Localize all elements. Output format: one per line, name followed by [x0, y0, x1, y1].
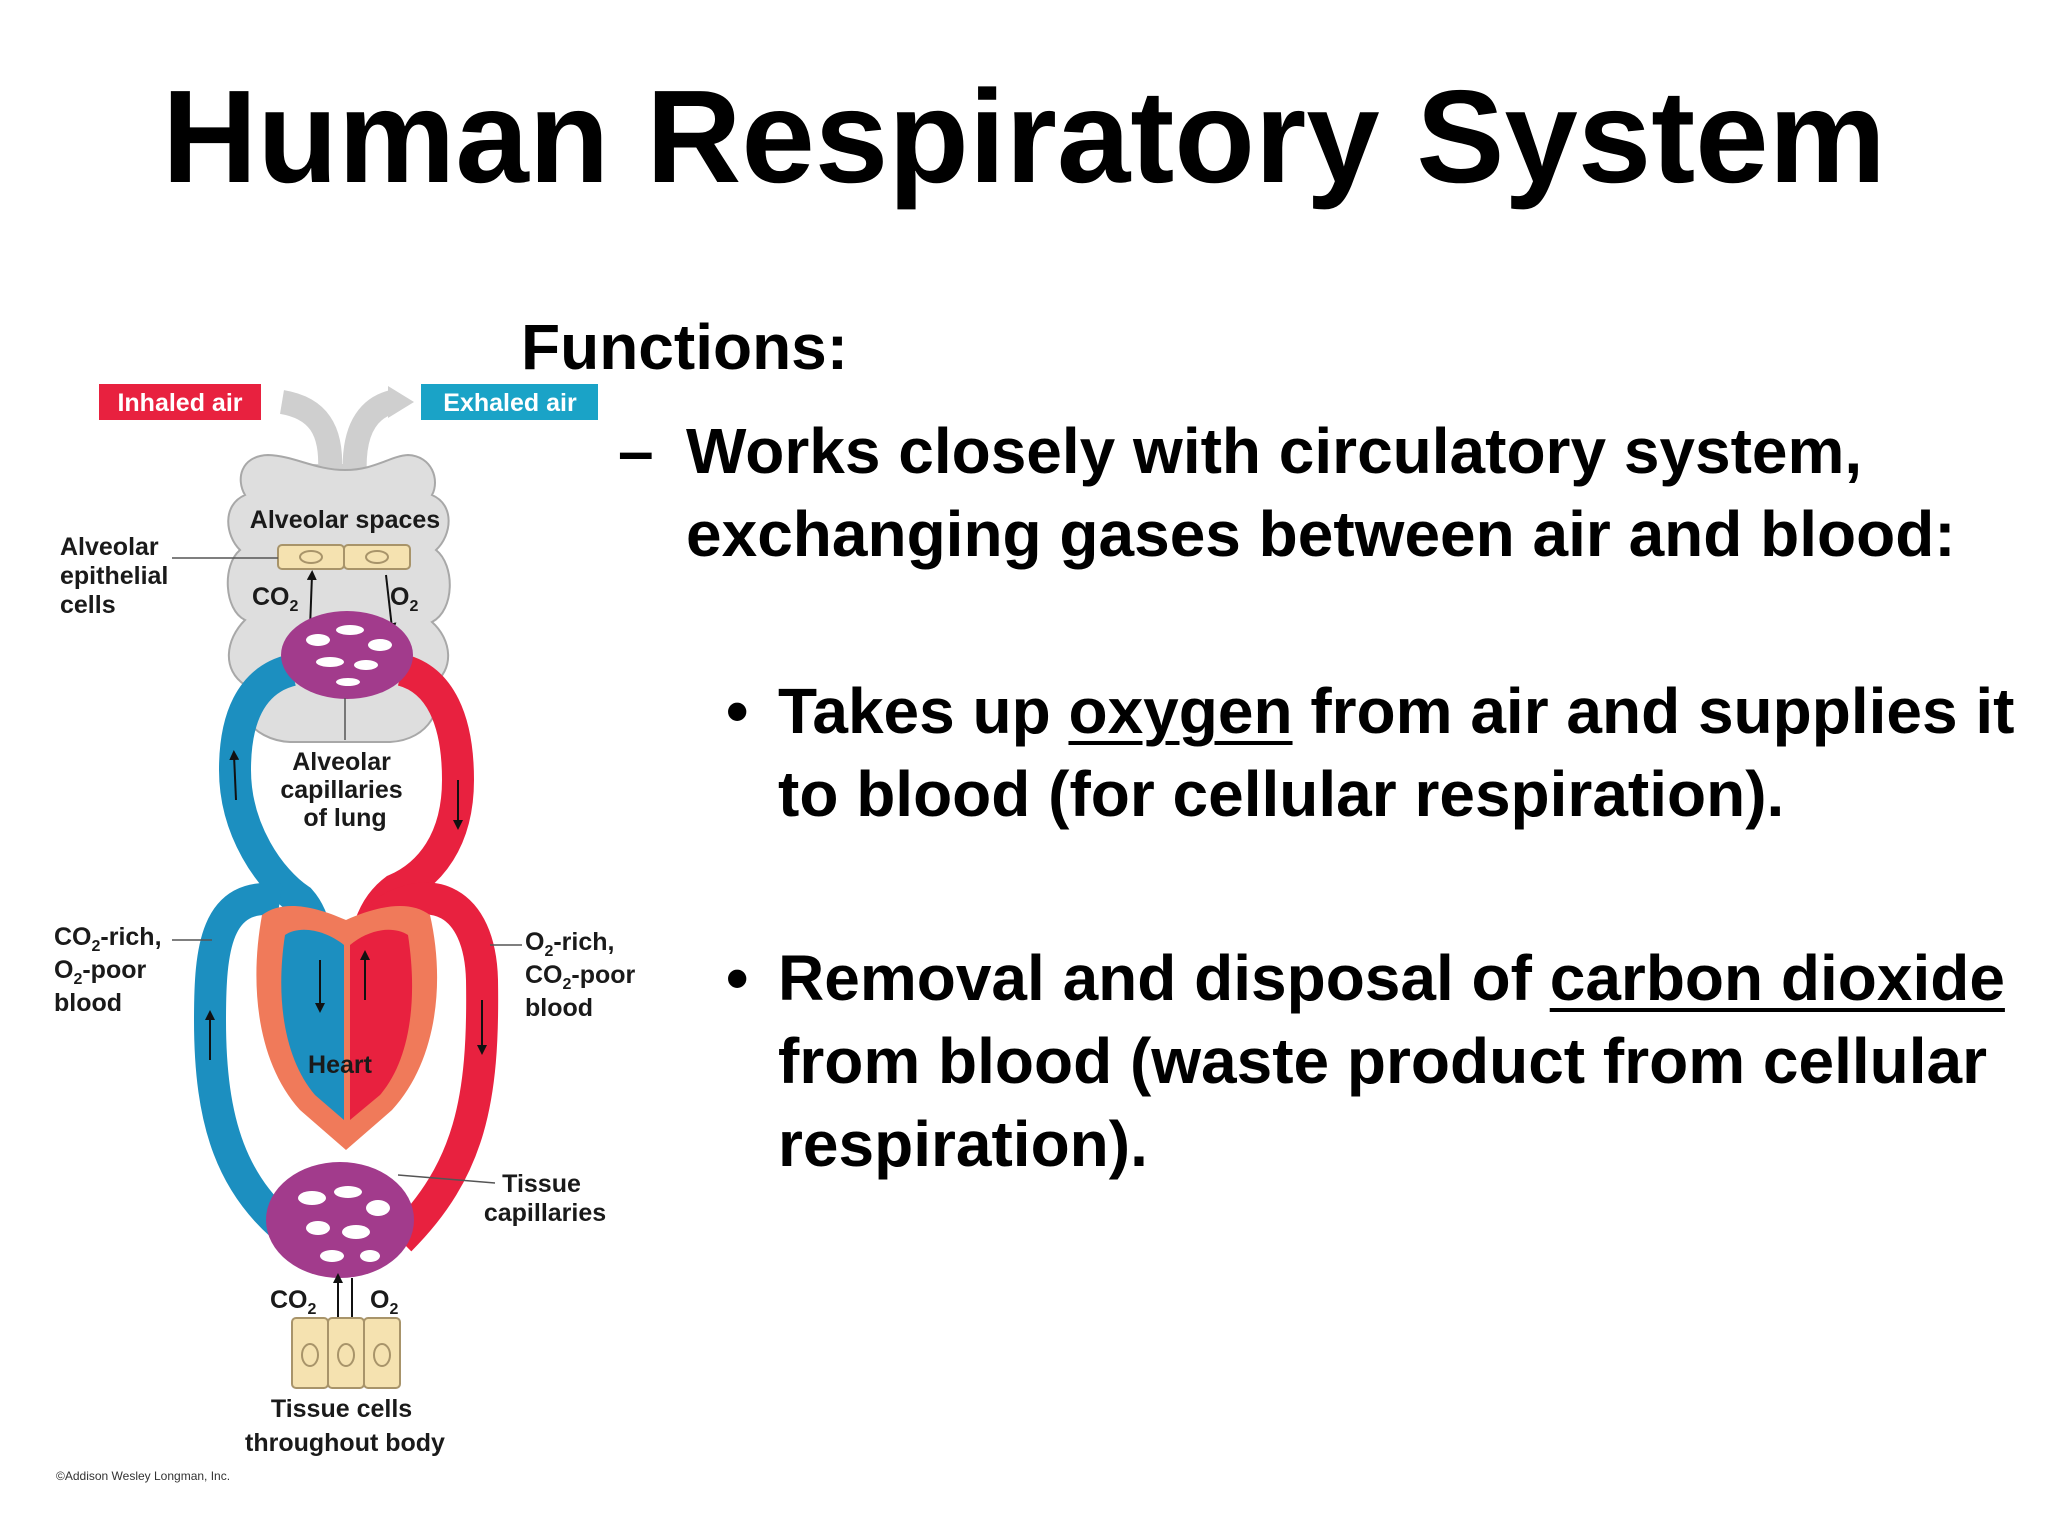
bullet-oxygen-post: from air and supplies it to blood (for c…: [778, 675, 2015, 830]
inhaled-air-badge: [99, 384, 261, 420]
bullet-marker: •: [726, 675, 749, 747]
epithelial-cell: [277, 544, 345, 570]
lung-o2-arrow: [385, 574, 397, 633]
alveolar-epithelial-label: Alveolar epithelial cells: [60, 533, 175, 619]
tissue-capillaries-leader-line: [397, 1174, 496, 1184]
tissue-cell-nucleus: [301, 1343, 319, 1367]
epithelial-cell-nucleus: [299, 550, 323, 564]
functions-heading: Functions:: [521, 311, 849, 383]
page-title: Human Respiratory System: [162, 63, 1886, 210]
tissue-cell: [363, 1317, 401, 1389]
tissue-o2-label: O2: [370, 1286, 398, 1318]
bullet-carbon-dioxide: Removal and disposal of carbon dioxide f…: [778, 937, 2018, 1186]
inhaled-air-label: Inhaled air: [117, 389, 242, 417]
lung-capillary-holes: [306, 625, 392, 686]
epithelial-cell: [343, 544, 411, 570]
tissue-capillary-net: [266, 1162, 414, 1278]
o2-rich-blood-label: O2-rich, CO2-poor blood: [525, 928, 642, 1022]
respiratory-circulation-diagram: Inhaled air Exhaled air Alveolar spaces …: [54, 384, 642, 1483]
copyright-label: ©Addison Wesley Longman, Inc.: [56, 1469, 230, 1483]
lung-o2-label: O2: [390, 583, 418, 615]
tissue-capillaries-label: Tissue capillaries: [484, 1170, 606, 1227]
alveolar-spaces-label: Alveolar spaces: [250, 506, 440, 534]
bullet-carbon-dioxide-post: from blood (waste product from cellular …: [778, 1025, 1987, 1180]
exhaled-air-label: Exhaled air: [443, 389, 577, 417]
lung-capillary-net: [281, 611, 413, 699]
tissue-cell: [291, 1317, 329, 1389]
lung-co2-label: CO2: [252, 583, 299, 615]
exhaled-air-arrow: [342, 390, 396, 479]
bullet-oxygen-keyword: oxygen: [1068, 675, 1293, 747]
bullet-oxygen-pre: Takes up: [778, 675, 1069, 747]
tissue-co2-label: CO2: [270, 1286, 317, 1318]
epithelial-cell-nucleus: [365, 550, 389, 564]
tissue-cell: [327, 1317, 365, 1389]
tissue-cell-nucleus: [373, 1343, 391, 1367]
dash-marker: –: [618, 415, 654, 487]
exhaled-air-arrowhead: [388, 386, 414, 418]
tissue-cells-label: Tissue cells throughout body: [245, 1395, 445, 1457]
co2-rich-blood-label: CO2-rich, O2-poor blood: [54, 923, 168, 1017]
bullet-carbon-dioxide-pre: Removal and disposal of: [778, 942, 1550, 1014]
exhaled-air-badge: [421, 384, 598, 420]
tissue-capillary-holes: [298, 1186, 390, 1262]
tissue-cell-nucleus: [337, 1343, 355, 1367]
aorta-vessel: [370, 882, 499, 1252]
sub-point-circulatory: Works closely with circulatory system, e…: [686, 415, 1956, 570]
bullet-marker: •: [726, 942, 749, 1014]
flow-arrow: [229, 750, 240, 801]
alveolar-capillaries-label: Alveolar capillaries of lung: [280, 748, 409, 832]
bullet-carbon-dioxide-keyword: carbon dioxide: [1549, 942, 2005, 1014]
heart-shape: [256, 905, 438, 1150]
heart-label: Heart: [308, 1051, 373, 1079]
bullet-oxygen: Takes up oxygen from air and supplies it…: [778, 670, 2018, 836]
heart-right-chamber: [281, 929, 344, 1120]
inhaled-air-arrow: [279, 390, 343, 471]
